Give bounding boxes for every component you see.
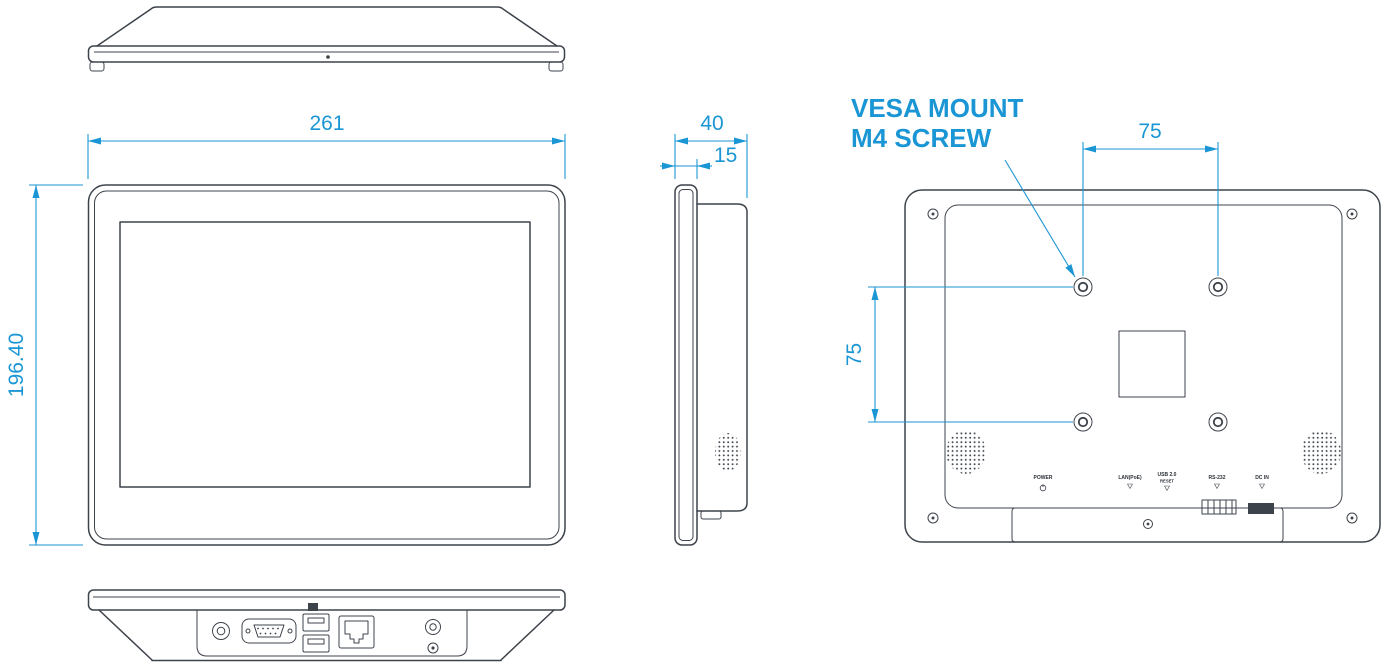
side-foot	[700, 510, 722, 520]
rear-speaker-grille-right	[1301, 430, 1341, 474]
rear-port-labels: POWER LAN(PoE) USB 2.0 RESET RS-232 DC I…	[1034, 472, 1269, 492]
bottom-view	[87, 589, 566, 662]
label-rs232: RS-232	[1209, 475, 1226, 481]
corner-screw	[927, 512, 939, 524]
dim-side-bezel-value: 15	[714, 144, 737, 167]
side-bezel-inner-line	[678, 189, 694, 541]
rear-center-opening	[1118, 330, 1186, 398]
top-right-foot	[548, 61, 564, 72]
front-screen	[119, 221, 531, 488]
front-inner-bezel-line	[94, 190, 560, 540]
dim-vesa-horizontal: 75	[1082, 120, 1219, 276]
label-usb: USB 2.0	[1158, 472, 1177, 478]
dim-vesa-vertical: 75	[843, 286, 1073, 423]
usb-ports	[302, 603, 330, 653]
corner-screw	[1346, 512, 1358, 524]
rear-port-cover	[1248, 503, 1274, 514]
vesa-note-line1: VESA MOUNT	[851, 93, 1023, 123]
front-view	[87, 184, 566, 546]
bottom-front-band	[87, 589, 566, 611]
vesa-note: VESA MOUNT M4 SCREW	[851, 93, 1076, 278]
vesa-screw-bottom-left	[1073, 412, 1093, 432]
audio-jack	[212, 622, 230, 640]
rear-stand-bracket	[1011, 507, 1284, 543]
side-back-body	[696, 203, 748, 512]
label-power: POWER	[1034, 475, 1053, 481]
top-back-silhouette	[96, 6, 558, 47]
top-front-band	[87, 45, 566, 63]
rear-inner-panel	[944, 204, 1343, 509]
label-dc-in: DC IN	[1255, 475, 1269, 481]
dim-front-height-value: 196.40	[5, 333, 28, 397]
rear-corner-screws	[927, 208, 1358, 524]
bottom-io-recess	[196, 610, 468, 657]
dim-side-depth-value: 40	[700, 112, 723, 135]
bracket-screw	[1143, 519, 1153, 529]
dim-front-width-value: 261	[309, 112, 344, 135]
side-front-bezel	[674, 184, 698, 546]
triangle-marker	[1127, 483, 1133, 489]
label-reset: RESET	[1160, 479, 1174, 484]
corner-screw	[1346, 208, 1358, 220]
label-lan: LAN(PoE)	[1118, 475, 1142, 481]
bottom-left-slant	[98, 609, 153, 661]
vesa-screw-holes	[1073, 277, 1228, 432]
lan-port	[338, 615, 375, 649]
dim-vesa-horizontal-value: 75	[1138, 120, 1161, 143]
db9-serial-port	[241, 618, 297, 644]
dim-vesa-vertical-value: 75	[843, 343, 866, 366]
triangle-marker	[1214, 483, 1220, 489]
dim-front-width: 261	[87, 112, 566, 179]
usb-tab	[308, 603, 318, 611]
rear-view: POWER LAN(PoE) USB 2.0 RESET RS-232 DC I…	[904, 189, 1381, 543]
rear-speaker-grille-left	[946, 430, 986, 474]
vesa-note-line2: M4 SCREW	[851, 123, 992, 153]
corner-screw	[927, 208, 939, 220]
dim-side-depth: 40	[674, 112, 748, 198]
top-mic-dot	[326, 55, 330, 59]
top-view	[87, 6, 566, 72]
dc-and-audio-jacks	[425, 619, 441, 654]
dim-side-bezel: 15	[660, 144, 737, 179]
side-speaker-grille	[715, 433, 741, 471]
bottom-right-slant	[500, 609, 555, 661]
triangle-marker	[1164, 485, 1170, 491]
dim-front-height: 196.40	[5, 184, 83, 546]
rear-terminal-block	[1201, 499, 1237, 515]
triangle-marker	[1259, 483, 1265, 489]
vesa-screw-bottom-right	[1208, 412, 1228, 432]
vesa-screw-top-left	[1073, 277, 1093, 297]
vesa-leader-arrow	[1004, 159, 1076, 278]
side-view	[674, 184, 748, 546]
front-outer-case	[87, 184, 566, 546]
top-left-foot	[89, 61, 105, 72]
vesa-screw-top-right	[1208, 277, 1228, 297]
rear-outer-case	[904, 189, 1381, 543]
